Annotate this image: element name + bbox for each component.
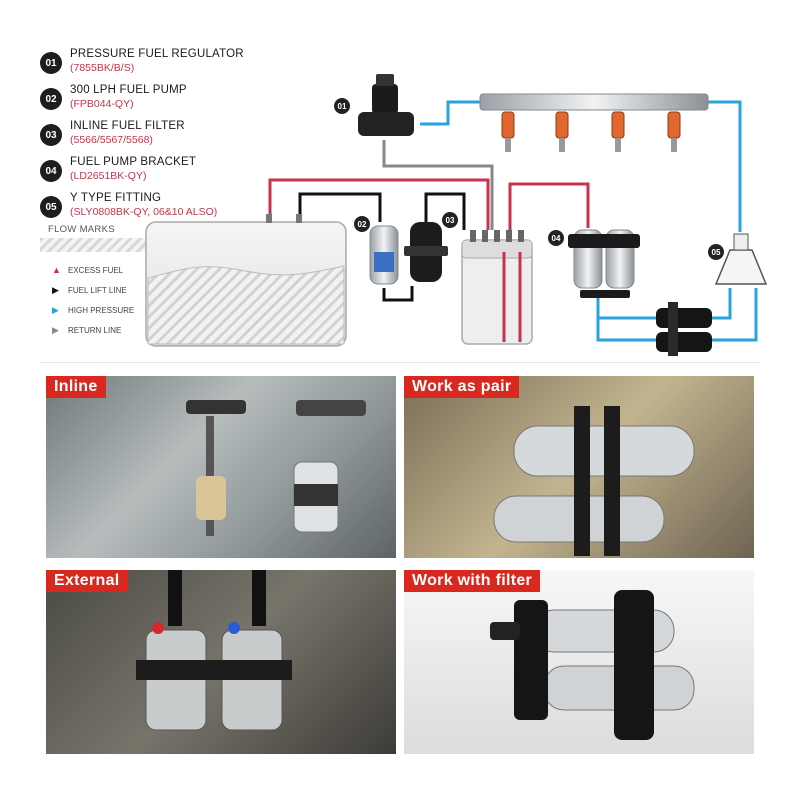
legend-item-regulator: 01 PRESSURE FUEL REGULATOR (7855BK/B/S) <box>40 46 340 82</box>
photo-external: External <box>46 570 396 754</box>
legend-title: 300 LPH FUEL PUMP <box>70 84 187 96</box>
legend-number: 02 <box>40 88 62 110</box>
legend-code: (SLY0808BK-QY, 06&10 ALSO) <box>70 206 218 218</box>
legend-title: PRESSURE FUEL REGULATOR <box>70 48 244 60</box>
legend-code: (LD2651BK-QY) <box>70 170 147 182</box>
fuel-system-diagram <box>145 74 768 356</box>
photo-label: External <box>46 570 128 592</box>
photo-work-as-pair: Work as pair <box>404 376 754 558</box>
excess-fuel-lines <box>268 178 590 342</box>
photo-inline: Inline <box>46 376 396 558</box>
inline-filter-icon <box>404 222 448 282</box>
legend-number: 03 <box>40 124 62 146</box>
flow-marks-title: FLOW MARKS <box>48 224 115 235</box>
photo-work-with-filter: Work with filter <box>404 570 754 754</box>
filter-pumps-illustration <box>490 590 695 740</box>
legend-code: (FPB044-QY) <box>70 98 134 110</box>
legend-number: 04 <box>40 160 62 182</box>
legend-title: INLINE FUEL FILTER <box>70 120 185 132</box>
pair-pumps-illustration <box>493 406 695 556</box>
badge-regulator: 01 <box>334 98 350 114</box>
parts-legend: 01 PRESSURE FUEL REGULATOR (7855BK/B/S) … <box>40 46 340 226</box>
pump-bracket-icon <box>568 229 640 298</box>
arrow-right-icon: ▶ <box>52 325 59 335</box>
legend-number: 01 <box>40 52 62 74</box>
photo-label: Inline <box>46 376 106 398</box>
legend-title: FUEL PUMP BRACKET <box>70 156 197 168</box>
arrow-up-icon: ▲ <box>52 265 61 275</box>
y-fitting-icon <box>714 233 768 285</box>
legend-item-pump: 02 300 LPH FUEL PUMP (FPB044-QY) <box>40 82 340 118</box>
dual-filter-icon <box>656 302 712 356</box>
arrow-right-icon: ▶ <box>52 285 59 295</box>
legend-item-filter: 03 INLINE FUEL FILTER (5566/5567/5568) <box>40 118 340 154</box>
fuel-pump-icon <box>369 225 399 285</box>
badge-filter: 03 <box>442 212 458 228</box>
regulator-icon <box>358 74 414 136</box>
surge-tank <box>461 230 533 345</box>
fuel-tank <box>145 214 347 347</box>
legend-item-bracket: 04 FUEL PUMP BRACKET (LD2651BK-QY) <box>40 154 340 190</box>
badge-fitting: 05 <box>708 244 724 260</box>
legend-title: Y TYPE FITTING <box>70 192 162 204</box>
high-pressure-lines <box>420 100 758 342</box>
photo-label: Work as pair <box>404 376 520 398</box>
legend-item-fitting: 05 Y TYPE FITTING (SLY0808BK-QY, 06&10 A… <box>40 190 340 226</box>
fuel-rail <box>479 93 709 152</box>
inline-pumps-illustration <box>186 400 366 536</box>
legend-number: 05 <box>40 196 62 218</box>
arrow-right-icon: ▶ <box>52 305 59 315</box>
legend-code: (5566/5567/5568) <box>70 134 153 146</box>
external-pumps-illustration <box>136 570 292 731</box>
section-divider <box>40 362 760 363</box>
legend-code: (7855BK/B/S) <box>70 62 135 74</box>
badge-pump: 02 <box>354 216 370 232</box>
return-lines <box>382 140 494 230</box>
photo-label: Work with filter <box>404 570 541 592</box>
fuel-lift-lines <box>298 192 466 302</box>
badge-bracket: 04 <box>548 230 564 246</box>
flow-marks-hatch <box>40 238 166 252</box>
